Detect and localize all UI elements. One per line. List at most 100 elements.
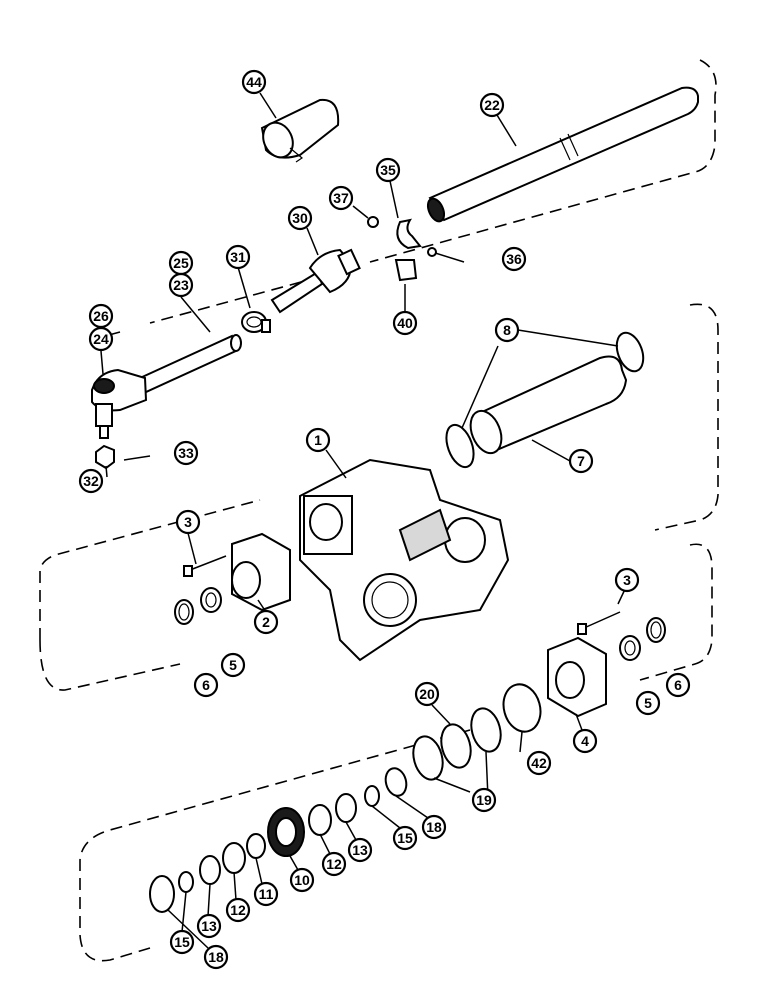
part-37-nut: [367, 216, 379, 228]
ring-15a: [364, 785, 380, 807]
callout-13-upper: 13: [347, 837, 373, 863]
part-2-bracket: [231, 532, 291, 612]
part-4-bracket: [547, 636, 607, 718]
callout-10: 10: [289, 867, 315, 893]
part-33-pin: [123, 455, 151, 461]
svg-text:30: 30: [292, 210, 308, 226]
callout-32: 32: [78, 468, 104, 494]
ring-20: [440, 723, 472, 769]
part-31-clamp: [241, 311, 271, 333]
svg-text:1: 1: [314, 432, 322, 448]
part-40-clip: [394, 259, 418, 282]
svg-text:13: 13: [201, 918, 217, 934]
part-32-nut: [95, 444, 115, 470]
callout-3-right: 3: [614, 567, 640, 593]
svg-text:3: 3: [623, 572, 631, 588]
ring-19a: [470, 707, 502, 753]
part-22-tube: [426, 86, 699, 223]
part-35-clamp: [396, 218, 422, 250]
callout-15-upper: 15: [392, 825, 418, 851]
ring-19b: [412, 735, 444, 781]
callout-18-lower: 18: [203, 944, 229, 970]
svg-text:11: 11: [259, 886, 274, 902]
part-5-seal-right: [619, 635, 641, 661]
part-7-cylinder: [469, 355, 628, 455]
ring-12a: [308, 804, 332, 836]
ring-42: [502, 683, 542, 733]
callout-37: 37: [328, 185, 354, 211]
part-44-sleeve: [260, 98, 340, 163]
svg-text:32: 32: [83, 473, 99, 489]
ring-11: [246, 833, 266, 859]
callout-13-lower: 13: [196, 913, 222, 939]
callout-26: 26: [88, 303, 114, 329]
svg-text:7: 7: [577, 453, 585, 469]
svg-text:12: 12: [230, 902, 246, 918]
part-30-inner-tie-rod: [270, 248, 361, 314]
svg-text:18: 18: [426, 819, 442, 835]
svg-text:31: 31: [230, 249, 246, 265]
svg-text:5: 5: [229, 657, 237, 673]
svg-text:8: 8: [503, 322, 511, 338]
svg-text:5: 5: [644, 695, 652, 711]
part-3-bolt-right: [577, 611, 621, 635]
part-3-bolt-left: [183, 555, 227, 577]
ring-13a: [335, 793, 357, 823]
svg-text:19: 19: [476, 792, 492, 808]
callout-35: 35: [375, 157, 401, 183]
callout-25: 25: [168, 250, 194, 276]
part-36-bolt: [427, 247, 465, 263]
part-8-oring: [445, 331, 645, 469]
callout-15-lower: 15: [169, 929, 195, 955]
callout-30: 30: [287, 205, 313, 231]
svg-text:12: 12: [326, 856, 342, 872]
svg-text:37: 37: [333, 190, 349, 206]
part-24-tie-rod-end: [91, 368, 148, 439]
svg-text:42: 42: [531, 755, 547, 771]
svg-text:36: 36: [506, 251, 522, 267]
callout-5-left: 5: [220, 652, 246, 678]
callout-18-upper: 18: [421, 814, 447, 840]
callouts: 44 22 35 37 30 31 36 25 23 40 26 24 8 1 …: [78, 69, 691, 970]
callout-2: 2: [253, 609, 279, 635]
svg-text:15: 15: [397, 830, 413, 846]
svg-text:22: 22: [484, 97, 500, 113]
svg-text:13: 13: [352, 842, 368, 858]
leader-lines-lower: [167, 795, 429, 949]
callout-12-upper: 12: [321, 851, 347, 877]
group-outline-lower: [79, 543, 713, 962]
piston-10: [267, 807, 305, 857]
svg-text:18: 18: [208, 949, 224, 965]
callout-6-right: 6: [665, 672, 691, 698]
svg-text:15: 15: [174, 934, 190, 950]
svg-text:6: 6: [674, 677, 682, 693]
svg-text:23: 23: [173, 277, 189, 293]
svg-text:44: 44: [246, 74, 262, 90]
svg-text:6: 6: [202, 677, 210, 693]
ring-18a: [384, 767, 408, 797]
callout-6-left: 6: [193, 672, 219, 698]
group-outline-middle: [39, 303, 719, 691]
callout-8: 8: [494, 317, 520, 343]
ring-12b: [222, 842, 246, 874]
part-6-washer-right: [646, 617, 666, 643]
callout-11: 11: [253, 881, 279, 907]
callout-12-lower: 12: [225, 897, 251, 923]
svg-text:33: 33: [178, 445, 194, 461]
part-1-housing: [299, 458, 510, 662]
callout-44: 44: [241, 69, 267, 95]
callout-42: 42: [526, 750, 552, 776]
svg-text:10: 10: [294, 872, 310, 888]
callout-36: 36: [501, 246, 527, 272]
svg-text:2: 2: [262, 614, 270, 630]
ring-18b: [149, 875, 175, 913]
callout-40: 40: [392, 310, 418, 336]
leader-lines: [100, 92, 628, 799]
callout-19: 19: [471, 787, 497, 813]
callout-5-right: 5: [635, 690, 661, 716]
callout-4: 4: [572, 728, 598, 754]
callout-7: 7: [568, 448, 594, 474]
callout-1: 1: [305, 427, 331, 453]
callout-23: 23: [168, 272, 194, 298]
